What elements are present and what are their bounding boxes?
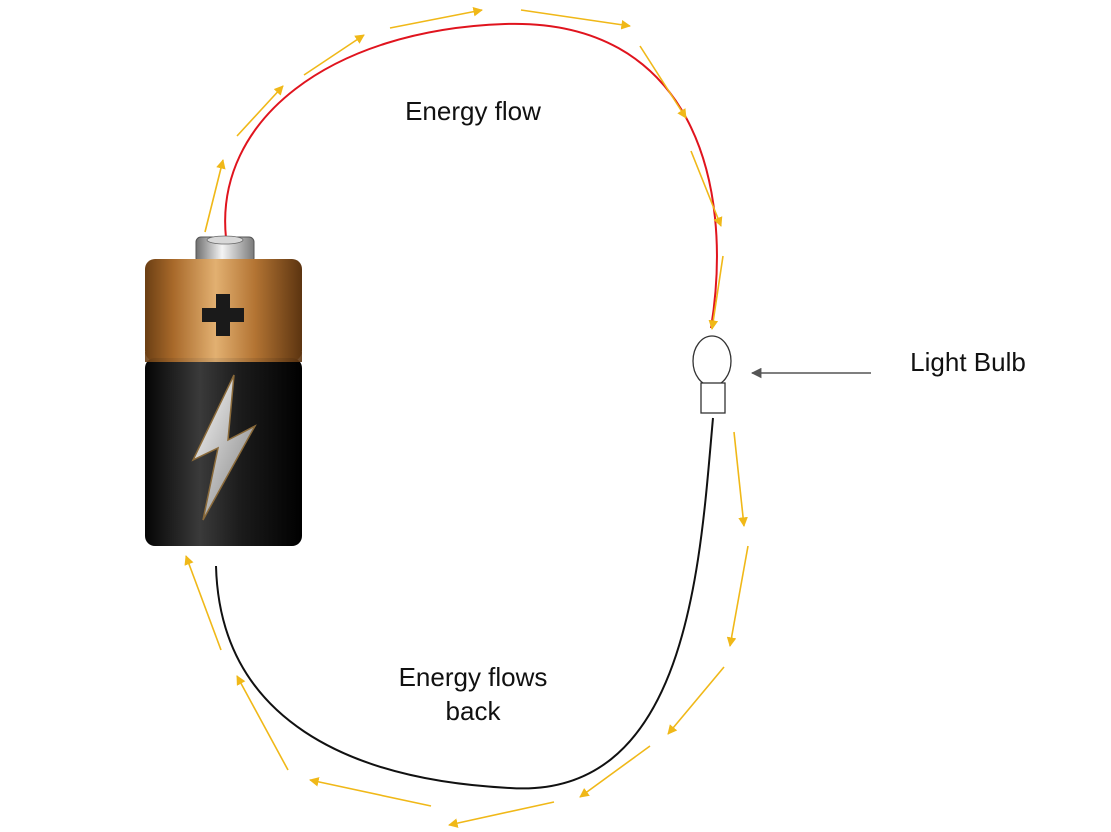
flow-arrow [309,777,432,807]
light-bulb-label: Light Bulb [910,347,1026,377]
energy-flow-label: Energy flow [405,96,541,126]
plus-icon [202,294,244,336]
flow-arrow [184,555,222,651]
flow-arrow [639,45,687,119]
flow-arrow [236,85,284,137]
return-wire [215,417,714,790]
supply-wire [224,22,718,329]
flow-arrow [690,150,723,227]
energy-flow-arrows [184,6,749,828]
battery [145,235,302,546]
flow-arrow [579,745,651,798]
flow-arrow [389,6,483,29]
flow-arrow [448,801,555,828]
bulb-base [700,382,726,414]
flow-arrow [520,9,631,30]
flow-arrow [204,159,226,233]
flow-arrow [303,34,365,76]
flow-arrow [733,431,748,527]
energy-flows-back-label: Energy flows back [363,660,583,728]
bulb-glass [692,335,732,387]
flow-arrow [708,255,724,330]
flow-arrow [726,545,749,647]
flow-arrow [667,666,725,735]
energy-flows-back-line2: back [445,696,501,726]
flow-arrow [236,675,289,771]
energy-flows-back-line1: Energy flows [398,662,548,692]
lightning-bolt-icon [191,374,257,521]
light-bulb [692,335,732,414]
